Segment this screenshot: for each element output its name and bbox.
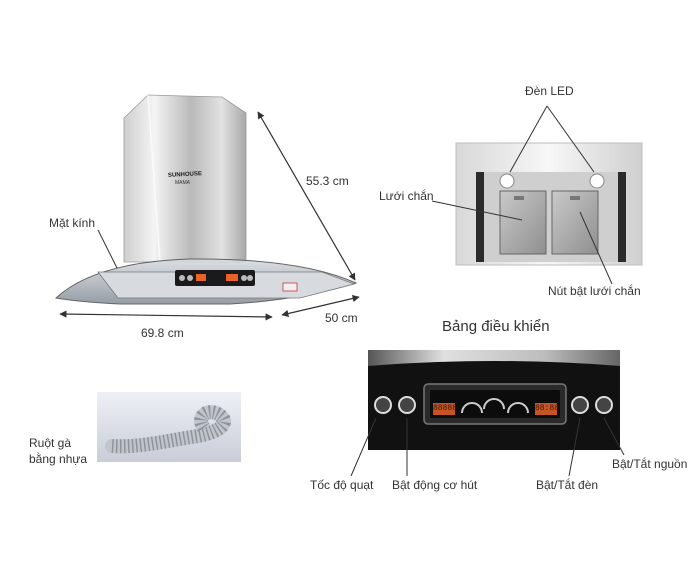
width-label: 69.8 cm [141, 326, 184, 340]
width-dimension-line [59, 310, 273, 321]
height-label: 55.3 cm [306, 174, 349, 188]
depth-label: 50 cm [325, 311, 358, 325]
control-panel-title: Bảng điều khiển [442, 318, 550, 335]
speed-knob [374, 396, 392, 414]
hood-model: MAMA [175, 180, 190, 186]
hose-label-line2: bằng nhựa [29, 452, 88, 466]
power-knob [595, 396, 613, 414]
range-hood [54, 94, 358, 305]
control-panel-illustration [368, 350, 620, 450]
power-label: Bật/Tắt nguồn [612, 457, 688, 471]
led-label: Đèn LED [525, 84, 574, 98]
light-knob [571, 396, 589, 414]
height-dimension-line [257, 111, 356, 281]
motor-knob [398, 396, 416, 414]
filter-release-label: Nút bật lưới chắn [548, 284, 641, 298]
display-left-digits: 88888 [433, 404, 458, 413]
display-right-digits: 88:88 [535, 404, 560, 413]
light-label: Bật/Tắt đèn [536, 478, 599, 492]
filter-left [499, 190, 547, 255]
glass-label: Mặt kính [49, 216, 96, 230]
led-right [589, 173, 605, 189]
hood-underside [455, 142, 643, 266]
led-left [499, 173, 515, 189]
depth-dimension-line [281, 294, 360, 318]
flexible-hose [97, 392, 241, 462]
filter-label: Lưới chắn [379, 189, 434, 203]
filter-right [551, 190, 599, 255]
glass-pointer [97, 229, 118, 269]
speed-label: Tốc độ quạt [310, 478, 374, 492]
motor-label: Bật động cơ hút [392, 478, 478, 492]
hose-label-line1: Ruột gà [29, 436, 72, 450]
